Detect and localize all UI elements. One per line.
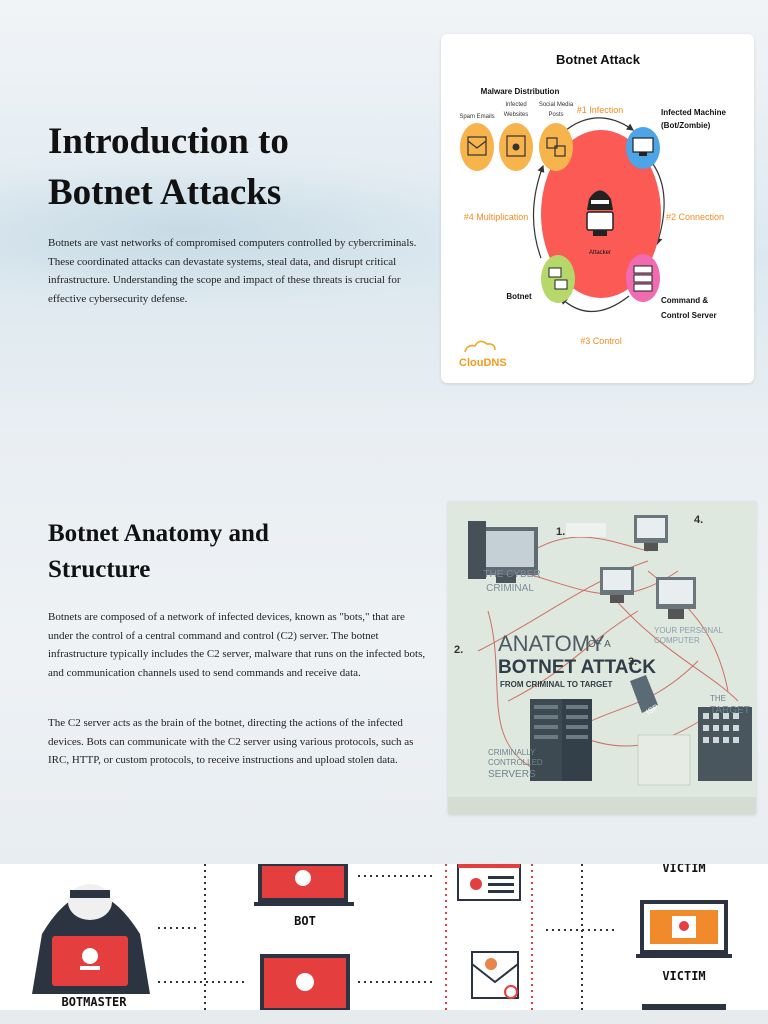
malware-distribution-label: Malware Distribution [481, 87, 560, 96]
isp-icon [630, 675, 658, 713]
botnet-attack-title: BOTNET ATTACK [498, 657, 656, 678]
title-line-1: Botnet Anatomy and [48, 520, 269, 547]
cyber-criminal-label-2: CRIMINAL [486, 583, 534, 594]
step-1-label: #1 Infection [577, 105, 624, 115]
bottom-strip [0, 1010, 768, 1024]
your-personal-label-1: YOUR PERSONAL [654, 626, 723, 635]
spam-emails-label: Spam Emails [459, 114, 494, 120]
slide-botnet-flow: BOTMASTER BOT [0, 864, 768, 1010]
cloudns-logo: ClouDNS [459, 340, 507, 369]
cnc-label-1: Command & [661, 296, 708, 305]
criminal-server-icon [530, 699, 592, 781]
slide-body-paragraph-2: The C2 server acts as the brain of the b… [48, 717, 414, 766]
victim-label-top: VICTIM [662, 864, 705, 875]
attacker-icon [586, 190, 614, 236]
botnet-label: Botnet [506, 292, 532, 301]
cyber-criminal-label-1: THE CYBER [483, 569, 540, 580]
slide-body-text: Botnets are vast networks of compromised… [48, 237, 417, 305]
step-1-marker: 1. [556, 526, 565, 538]
infographic-subtitle: FROM CRIMINAL TO TARGET [500, 680, 613, 689]
criminal-computer-icon [468, 521, 538, 583]
botnet-attack-diagram: Botnet Attack Attacker Malwa [441, 34, 754, 383]
svg-text:ClouDNS: ClouDNS [459, 357, 507, 369]
infected-machine-label-1: Infected Machine [661, 108, 726, 117]
attacker-label: Attacker [589, 250, 611, 256]
infected-computer-icon [600, 567, 634, 603]
slide-body-paragraph-1: Botnets are composed of a network of inf… [48, 611, 426, 679]
step-3-marker: 3. [628, 656, 637, 668]
social-media-label-2: Posts [548, 112, 563, 118]
background-wash [0, 150, 520, 310]
botmaster-label: BOTMASTER [61, 995, 127, 1009]
infected-website-icon [499, 123, 533, 171]
slide-title: Botnet Anatomy and Structure [48, 516, 428, 588]
criminally-label-1: CRIMINALLY [488, 748, 536, 757]
step-3-label: #3 Control [580, 336, 622, 346]
social-media-icon [539, 123, 573, 171]
victim-label-mid: VICTIM [662, 969, 705, 983]
infected-machine-label-2: (Bot/Zombie) [661, 121, 711, 130]
step-4-marker: 4. [694, 514, 703, 526]
personal-computer-icon [656, 577, 696, 619]
step-4-label: #4 Multiplication [464, 212, 529, 222]
bot-computer-icon [254, 864, 354, 906]
anatomy-title: ANATOMY [498, 631, 605, 656]
bot-computer-icon [260, 954, 350, 1010]
command-control-server-icon [626, 254, 660, 302]
target-building-icon [698, 707, 752, 781]
social-media-label-1: Social Media [539, 102, 574, 108]
email-envelope-icon [471, 951, 519, 999]
criminally-label-2: CONTROLLED [488, 758, 543, 767]
infected-computer-icon [634, 515, 668, 551]
spam-document-icon [457, 864, 521, 901]
spam-email-icon [460, 123, 494, 171]
slide-title: Introduction to Botnet Attacks [48, 116, 428, 218]
your-personal-label-2: COMPUTER [654, 636, 700, 645]
title-line-1: Introduction to [48, 121, 289, 162]
infected-websites-label-2: Websites [504, 112, 529, 118]
cnc-label-2: Control Server [661, 311, 717, 320]
of-a-label: OF A [588, 639, 611, 650]
step-2-marker: 2. [454, 644, 463, 656]
victim-computer-icon [636, 900, 732, 958]
title-line-2: Botnet Attacks [48, 172, 282, 213]
target-label: TARGET [710, 705, 750, 716]
title-line-2: Structure [48, 556, 151, 583]
step-2-label: #2 Connection [666, 212, 724, 222]
bot-label: BOT [294, 914, 316, 928]
botnet-anatomy-infographic: THE CYBER CRIMINAL 1. 4. YOUR PERSONAL [448, 501, 756, 814]
botmaster-icon [32, 884, 150, 994]
slide-anatomy: Botnet Anatomy and Structure Botnets are… [0, 432, 768, 864]
infected-websites-label-1: Infected [505, 102, 526, 108]
infected-machine-icon [626, 127, 660, 169]
botnet-icon [541, 255, 575, 303]
the-label: THE [710, 694, 726, 703]
slide-introduction: Introduction to Botnet Attacks Botnets a… [0, 0, 768, 432]
criminally-label-3: SERVERS [488, 769, 536, 780]
diagram-title: Botnet Attack [556, 52, 641, 67]
